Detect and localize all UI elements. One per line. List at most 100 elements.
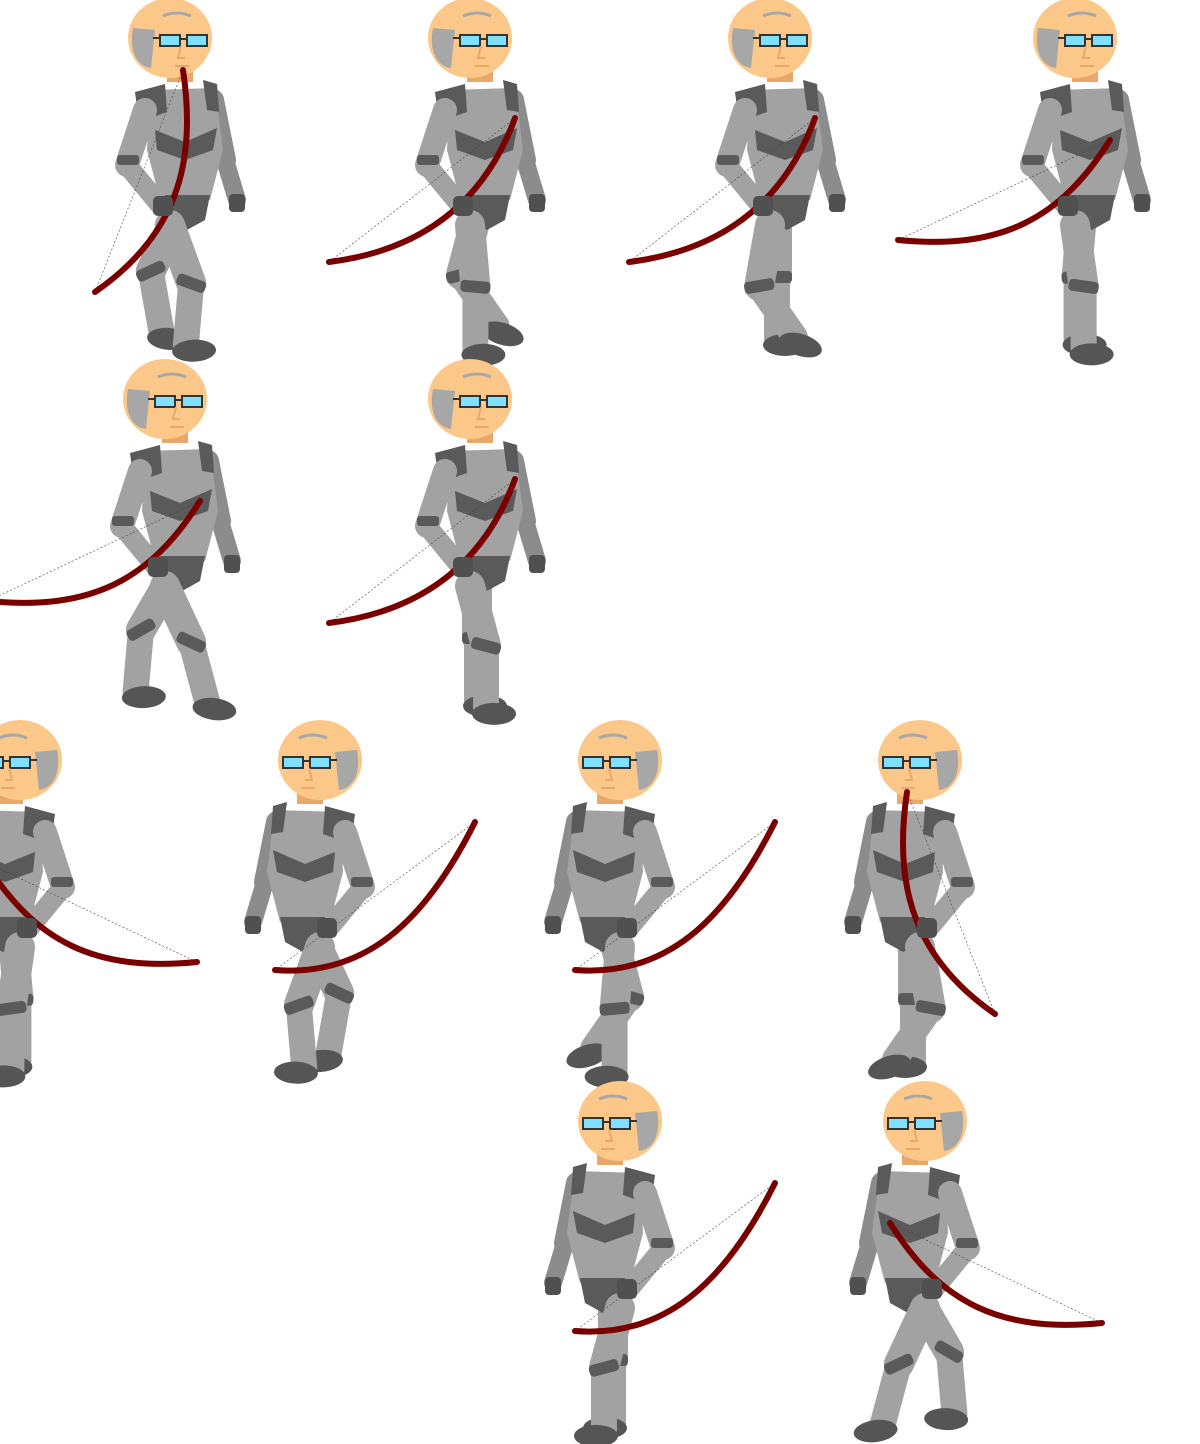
front-leg-boot bbox=[172, 339, 217, 362]
front-leg-knee-guard bbox=[0, 1000, 27, 1016]
bow bbox=[899, 789, 998, 1017]
glasses-lens-left bbox=[459, 395, 481, 408]
back-leg-boot bbox=[481, 321, 524, 347]
bow bbox=[0, 878, 200, 967]
hair bbox=[935, 750, 959, 790]
eyebrow bbox=[898, 733, 928, 740]
front-leg-shin bbox=[882, 995, 944, 1072]
archer bbox=[544, 1081, 778, 1444]
glasses-lens-left bbox=[159, 34, 181, 47]
back-forearm bbox=[516, 512, 546, 570]
sprite-frame-r1c3 bbox=[626, 0, 846, 358]
hair bbox=[635, 1111, 659, 1151]
bow bbox=[895, 137, 1113, 245]
bowstring bbox=[628, 117, 816, 263]
front-leg-knee-guard bbox=[470, 637, 502, 655]
shoulder-pad-back bbox=[203, 80, 219, 112]
bow bbox=[272, 819, 478, 974]
shoulder-pad-back bbox=[503, 441, 519, 473]
bowstring bbox=[0, 500, 201, 596]
eyebrow bbox=[462, 372, 492, 379]
bow bbox=[0, 498, 203, 606]
back-glove bbox=[529, 194, 545, 212]
bow bbox=[326, 115, 518, 265]
front-leg-boot bbox=[779, 332, 822, 358]
bowstring bbox=[897, 139, 1111, 241]
front-leg-knee-guard bbox=[283, 995, 314, 1015]
bow bbox=[887, 1220, 1105, 1328]
eyebrow bbox=[0, 733, 28, 740]
front-leg-boot bbox=[273, 1061, 318, 1084]
front-glove bbox=[1058, 196, 1078, 216]
elbow-guard bbox=[417, 155, 439, 165]
sprite-frame-r4c3 bbox=[544, 1081, 778, 1444]
front-leg-knee-guard bbox=[176, 631, 207, 653]
shoulder-pad-back bbox=[198, 441, 214, 473]
chest-plate bbox=[1060, 128, 1122, 160]
front-leg-shin bbox=[746, 273, 808, 350]
glasses-lens-right bbox=[582, 1117, 604, 1130]
bow bbox=[326, 476, 518, 626]
archer-body bbox=[544, 1081, 778, 1444]
front-glove bbox=[922, 1279, 942, 1299]
glasses-lens-right bbox=[186, 34, 208, 47]
bow bbox=[572, 1180, 778, 1335]
chest-plate bbox=[273, 850, 335, 882]
back-glove bbox=[1134, 194, 1150, 212]
eyebrow bbox=[598, 733, 628, 740]
front-leg-shin bbox=[285, 992, 318, 1081]
back-glove bbox=[224, 555, 240, 573]
front-leg-boot bbox=[192, 697, 237, 721]
nose bbox=[605, 1128, 614, 1142]
glasses-lens-left bbox=[914, 1117, 936, 1130]
eyebrow bbox=[598, 1094, 628, 1101]
back-forearm bbox=[544, 873, 574, 931]
elbow-guard bbox=[717, 155, 739, 165]
bowstring bbox=[889, 1222, 1103, 1324]
bow bbox=[572, 819, 778, 974]
hair bbox=[431, 28, 455, 68]
back-forearm bbox=[516, 151, 546, 209]
sprite-frame-r1c2 bbox=[326, 0, 546, 366]
front-glove bbox=[753, 196, 773, 216]
back-glove bbox=[829, 194, 845, 212]
elbow-guard bbox=[956, 1238, 978, 1248]
back-leg-shin bbox=[122, 616, 154, 705]
nose bbox=[476, 406, 485, 420]
front-glove bbox=[148, 557, 168, 577]
back-forearm bbox=[544, 1234, 574, 1292]
bowstring bbox=[328, 117, 516, 263]
sprite-frame-r3c2 bbox=[244, 720, 478, 1084]
shoulder-pad-back bbox=[803, 80, 819, 112]
glasses-lens-right bbox=[0, 756, 4, 769]
archer bbox=[326, 359, 546, 725]
archer bbox=[626, 0, 846, 358]
glasses-lens-left bbox=[9, 756, 31, 769]
front-leg-knee-guard bbox=[915, 1000, 946, 1016]
front-leg-shin bbox=[178, 629, 221, 716]
front-leg-knee-guard bbox=[744, 278, 775, 294]
sprite-frame-r2c1 bbox=[0, 359, 241, 721]
archer bbox=[0, 359, 241, 721]
back-forearm bbox=[244, 873, 274, 931]
chest-plate bbox=[0, 852, 35, 882]
archer-body bbox=[895, 0, 1151, 366]
hair bbox=[126, 389, 150, 429]
shoulder-pad-back bbox=[871, 802, 887, 834]
nose bbox=[910, 1128, 919, 1142]
archer bbox=[849, 1081, 1105, 1443]
archer bbox=[544, 720, 778, 1088]
back-leg-boot bbox=[924, 1408, 969, 1431]
archer bbox=[92, 0, 246, 362]
chest-plate bbox=[878, 1211, 940, 1243]
bow bbox=[92, 67, 191, 295]
front-leg-boot bbox=[868, 1054, 911, 1080]
archer-body bbox=[626, 0, 846, 358]
eyebrow bbox=[462, 11, 492, 18]
back-glove bbox=[529, 555, 545, 573]
archer bbox=[895, 0, 1151, 366]
nose bbox=[176, 45, 185, 59]
front-leg-knee-guard bbox=[1068, 278, 1099, 294]
sprite-frame-r1c4 bbox=[895, 0, 1151, 366]
